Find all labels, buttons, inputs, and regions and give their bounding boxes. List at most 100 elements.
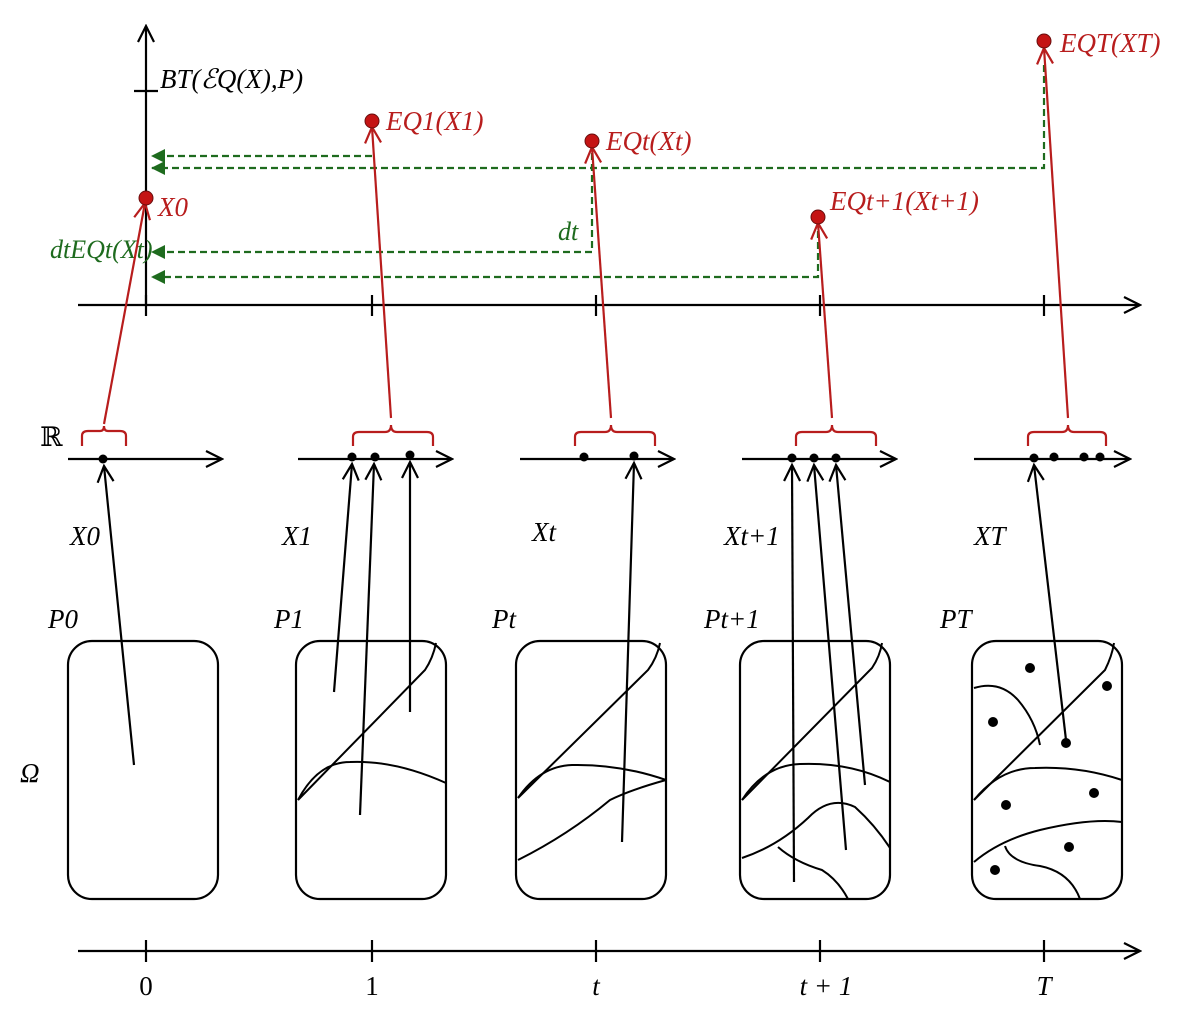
- rv-label-1: X1: [281, 521, 312, 551]
- tick-label-1: 1: [365, 971, 379, 1001]
- value-point: [629, 451, 639, 461]
- expectation-arrow-T: [1044, 48, 1070, 419]
- expectation-label-t-plus-1: EQt+1(Xt+1): [829, 186, 979, 216]
- expectation-arrow-1: [372, 127, 393, 419]
- brace-t: [573, 424, 657, 446]
- map-arrow-t-plus-1: [792, 465, 794, 883]
- random-variable-arrows: [104, 462, 1068, 883]
- partition-label-1: P1: [273, 604, 304, 634]
- sample-point: [1001, 800, 1011, 810]
- discount-arrows: dtEQt(Xt) dt: [50, 65, 1046, 284]
- upper-axis-label: BT(ℰQ(X),P): [160, 64, 303, 94]
- partition-box-t: [514, 639, 668, 901]
- value-axis: BT(ℰQ(X),P): [134, 26, 303, 305]
- sample-point: [1064, 842, 1074, 852]
- sample-point: [1102, 681, 1112, 691]
- partition-label-T: PT: [939, 604, 973, 634]
- partition-line: [777, 846, 849, 900]
- tick-label-t: t: [592, 971, 601, 1001]
- box-outline-T: [970, 639, 1124, 901]
- partition-label-0: P0: [47, 604, 78, 634]
- value-point: [1049, 452, 1059, 462]
- value-point: [831, 453, 841, 463]
- partition-label-t-plus-1: Pt+1: [703, 604, 760, 634]
- omega-label: Ω: [20, 758, 40, 788]
- expectation-points: [138, 33, 1052, 225]
- rv-label-T: XT: [973, 521, 1007, 551]
- discount-arrow-T: [151, 65, 1046, 175]
- partition-box-0: [66, 639, 220, 901]
- expectation-point-0: [138, 190, 154, 206]
- expectation-label-0: X0: [157, 192, 188, 222]
- map-arrow-t: [620, 463, 634, 843]
- map-arrow-1: [332, 464, 352, 693]
- box-outline-1: [294, 639, 448, 901]
- value-point: [809, 453, 819, 463]
- brace-t-plus-1: [794, 424, 878, 446]
- box-outline-t-plus-1: [738, 639, 892, 901]
- value-point: [405, 450, 415, 460]
- partition-line: [973, 766, 1123, 801]
- value-braces: [80, 424, 1108, 446]
- map-arrow-t-plus-1: [814, 465, 848, 851]
- bottom-time-axis: 0 1 t t + 1 T: [78, 940, 1140, 1001]
- expectation-labels: X0 EQ1(X1) EQt(Xt) EQt+1(Xt+1) EQT(XT): [157, 28, 1161, 222]
- value-point: [1079, 452, 1089, 462]
- partition-labels: P0 P1 Pt Pt+1 PT: [47, 604, 973, 634]
- partition-box-1: [294, 639, 448, 901]
- real-lines: [68, 451, 1130, 464]
- expectation-point-T: [1036, 33, 1052, 49]
- rv-label-t-plus-1: Xt+1: [723, 521, 780, 551]
- random-variable-labels: X0 X1 Xt Xt+1 XT: [69, 517, 1007, 551]
- sample-point: [1025, 663, 1035, 673]
- value-point: [579, 452, 589, 462]
- partition-line: [741, 642, 883, 801]
- brace-1: [351, 424, 435, 446]
- sample-point: [1061, 738, 1071, 748]
- expectation-point-t-plus-1: [810, 209, 826, 225]
- partition-line: [517, 642, 661, 799]
- discount-label-mid: dt: [558, 217, 579, 246]
- sample-point: [1089, 788, 1099, 798]
- sample-point: [988, 717, 998, 727]
- expectation-arrow-t: [592, 147, 613, 419]
- expectation-arrows: [102, 48, 1070, 425]
- value-point: [347, 452, 357, 462]
- partition-line: [973, 642, 1115, 801]
- partition-line: [741, 762, 891, 801]
- reals-label: ℝ: [40, 422, 63, 452]
- brace-T: [1026, 424, 1108, 446]
- value-point: [370, 452, 380, 462]
- value-point: [1029, 453, 1039, 463]
- partition-line: [297, 760, 447, 801]
- expectation-point-1: [364, 113, 380, 129]
- expectation-label-T: EQT(XT): [1059, 28, 1161, 58]
- expectation-point-t: [584, 133, 600, 149]
- partition-line: [973, 820, 1123, 863]
- map-arrow-T: [1034, 465, 1068, 741]
- partition-line: [297, 642, 437, 801]
- partition-label-t: Pt: [491, 604, 517, 634]
- partition-line: [517, 763, 667, 799]
- partition-box-T: [970, 639, 1124, 901]
- tick-label-T: T: [1036, 971, 1053, 1001]
- map-arrow-t-plus-1: [836, 465, 867, 786]
- expectation-label-t: EQt(Xt): [605, 126, 691, 156]
- partition-line: [973, 684, 1041, 746]
- discount-arrow-t: [151, 142, 594, 259]
- partition-line: [1004, 845, 1081, 900]
- partition-box-t-plus-1: [738, 639, 892, 901]
- tick-label-0: 0: [139, 971, 153, 1001]
- rv-label-0: X0: [69, 521, 100, 551]
- value-point: [98, 454, 108, 464]
- value-point: [787, 453, 797, 463]
- expectation-label-1: EQ1(X1): [385, 106, 483, 136]
- rv-label-t: Xt: [531, 517, 557, 547]
- partition-line: [517, 779, 667, 861]
- partition-line: [741, 801, 891, 859]
- discount-arrow-t-plus-1: [151, 220, 820, 284]
- sample-point: [990, 865, 1000, 875]
- upper-time-axis: [78, 295, 1140, 316]
- box-outline-t: [514, 639, 668, 901]
